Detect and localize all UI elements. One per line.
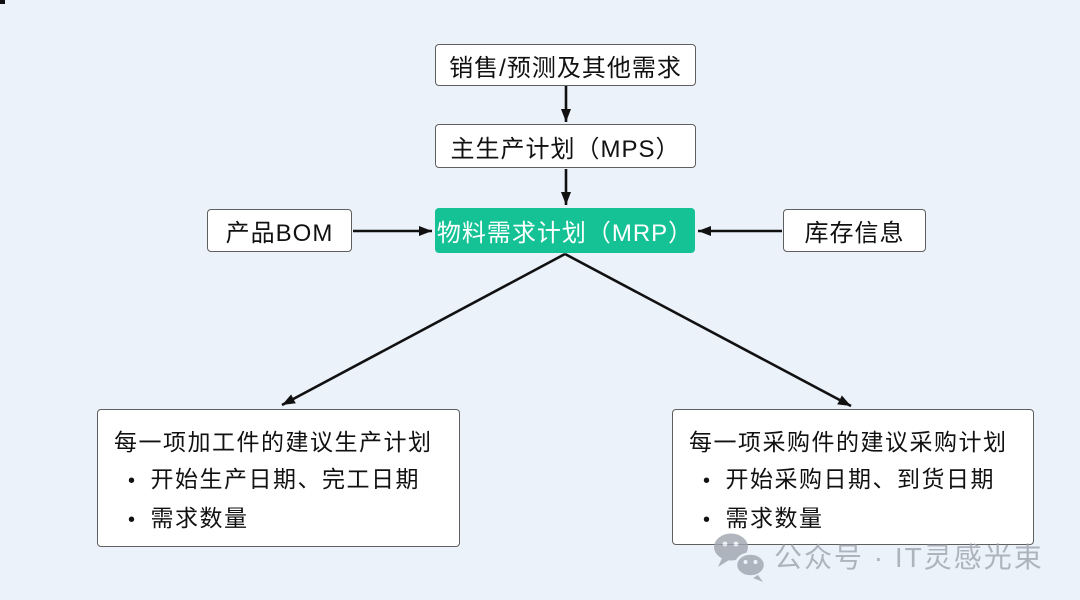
node-mrp-label: 物料需求计划（MRP） [436, 220, 694, 247]
node-sales-label: 销售/预测及其他需求 [449, 54, 682, 82]
purchase-plan-bullet-2: • 需求数量 [689, 500, 1025, 539]
node-bom-label: 产品BOM [225, 220, 334, 247]
purchase-plan-bullet-1-text: 开始采购日期、到货日期 [725, 466, 996, 492]
production-plan-bullet-2: • 需求数量 [114, 500, 451, 539]
bullet-icon: • [128, 509, 137, 531]
corner-artifact [0, 0, 5, 4]
arrow-mrp-to-production-plan [281, 252, 566, 407]
purchase-plan-bullet-1: • 开始采购日期、到货日期 [689, 461, 1025, 500]
purchase-plan-bullet-2-text: 需求数量 [725, 505, 824, 531]
arrow-mrp-to-purchase-plan [564, 252, 852, 408]
node-material-requirements-planning: 物料需求计划（MRP） [435, 208, 695, 253]
bullet-icon: • [703, 509, 712, 531]
purchase-plan-title: 每一项采购件的建议采购计划 [689, 429, 1008, 455]
node-master-production-schedule: 主生产计划（MPS） [435, 124, 696, 168]
node-suggested-purchase-plan: 每一项采购件的建议采购计划 • 开始采购日期、到货日期 • 需求数量 [672, 409, 1034, 545]
node-sales-forecast-demand: 销售/预测及其他需求 [435, 44, 696, 86]
production-plan-title: 每一项加工件的建议生产计划 [114, 429, 433, 455]
node-suggested-production-plan: 每一项加工件的建议生产计划 • 开始生产日期、完工日期 • 需求数量 [97, 409, 460, 547]
production-plan-bullet-1-text: 开始生产日期、完工日期 [150, 466, 421, 492]
watermark-text: 公众号 · IT灵感光束 [774, 542, 1044, 573]
node-mps-label: 主生产计划（MPS） [450, 135, 681, 163]
watermark: 公众号 · IT灵感光束 [712, 532, 1044, 584]
bullet-icon: • [703, 470, 712, 492]
production-plan-bullet-1: • 开始生产日期、完工日期 [114, 461, 451, 500]
node-inventory-label: 库存信息 [804, 220, 905, 247]
production-plan-bullet-2-text: 需求数量 [150, 505, 249, 531]
bullet-icon: • [128, 470, 137, 492]
wechat-icon [714, 533, 767, 582]
node-inventory-info: 库存信息 [783, 209, 926, 252]
node-product-bom: 产品BOM [207, 209, 352, 252]
